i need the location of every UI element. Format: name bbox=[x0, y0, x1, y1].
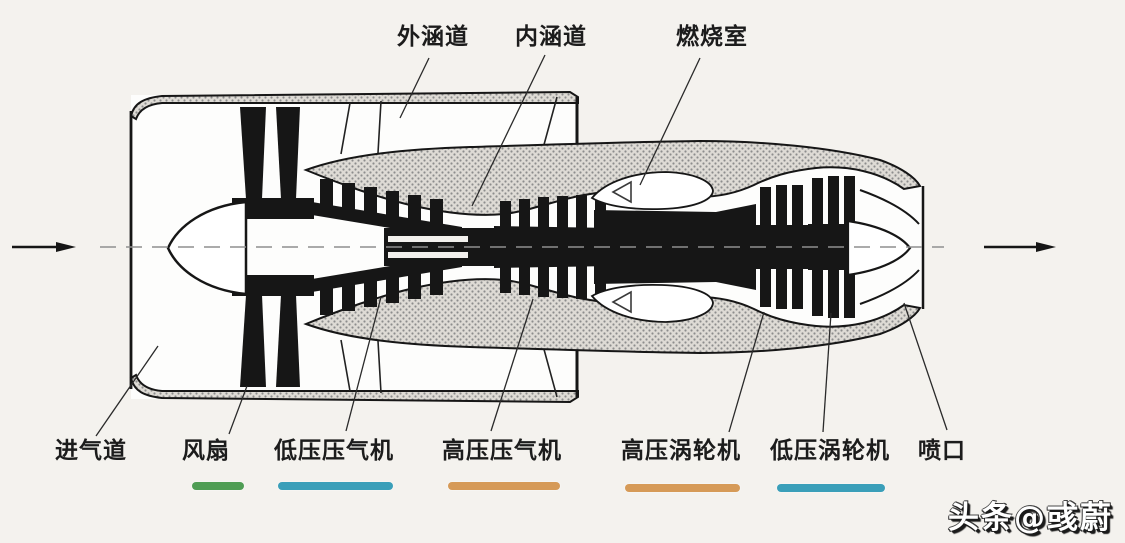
fan-blades bbox=[232, 107, 314, 219]
fan-color-bar bbox=[192, 482, 244, 490]
leader-lines bbox=[95, 54, 948, 437]
inlet-flow-arrow-icon bbox=[12, 242, 76, 252]
casing-struts bbox=[340, 96, 558, 155]
label-nozzle: 喷口 bbox=[918, 438, 966, 464]
nozzle-inner-wall bbox=[859, 189, 920, 225]
label-fan: 风扇 bbox=[182, 438, 230, 464]
watermark: 头条@彧蔚 bbox=[948, 500, 1113, 536]
label-air-intake: 进气道 bbox=[55, 438, 127, 464]
low-pressure-compressor-color-bar bbox=[278, 482, 393, 490]
label-low-pressure-compressor: 低压压气机 bbox=[274, 438, 394, 464]
label-low-pressure-turbine: 低压涡轮机 bbox=[770, 438, 890, 464]
label-outer-bypass-duct: 外涵道 bbox=[397, 24, 469, 50]
label-inner-duct: 内涵道 bbox=[515, 24, 587, 50]
exhaust-flow-arrow-icon bbox=[984, 242, 1056, 252]
low-pressure-turbine-color-bar bbox=[777, 484, 885, 492]
label-combustion-chamber: 燃烧室 bbox=[676, 24, 748, 50]
label-high-pressure-compressor: 高压压气机 bbox=[442, 438, 562, 464]
combustor-liner bbox=[594, 204, 756, 233]
nose-cone bbox=[166, 200, 248, 296]
combustion-chamber bbox=[590, 171, 714, 211]
label-high-pressure-turbine: 高压涡轮机 bbox=[621, 438, 741, 464]
high-pressure-turbine-color-bar bbox=[625, 484, 740, 492]
tail-cone bbox=[846, 219, 912, 277]
fuel-injector-icon bbox=[611, 180, 632, 204]
high-pressure-compressor-color-bar bbox=[448, 482, 560, 490]
